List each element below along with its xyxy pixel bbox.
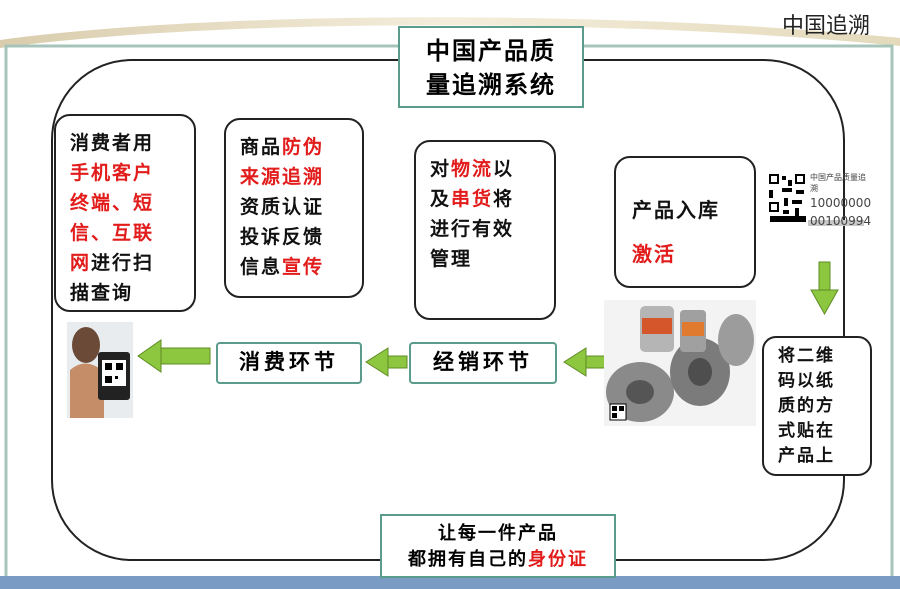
logistics-text: 对物流以及串货将进行有效管理	[430, 154, 514, 274]
qr-label-line: 00100994	[810, 214, 872, 228]
arrow-down-icon	[810, 261, 839, 316]
plain-text: 投诉反馈	[240, 226, 325, 248]
highlight-text: 网	[70, 252, 92, 274]
highlight-text: 串货	[451, 188, 494, 210]
text-line: 质的方	[778, 394, 835, 419]
text-line: 及串货将	[430, 184, 514, 214]
text-line: 信、互联	[70, 218, 154, 248]
consumer-scan-text: 消费者用手机客户终端、短信、互联网进行扫描查询	[70, 128, 154, 308]
text-line: 将二维	[778, 344, 835, 369]
plain-text: 进行有效	[430, 218, 515, 240]
text-line: 资质认证	[240, 192, 324, 222]
plain-text: 及	[430, 188, 452, 210]
text-line: 产品入库	[632, 188, 720, 232]
warehouse-activation-box: 产品入库激活	[614, 156, 756, 288]
plain-text: 管理	[430, 248, 473, 270]
highlight-text: 防伪	[282, 136, 325, 158]
plain-text: 产品入库	[632, 198, 720, 222]
highlight-text: 身份证	[528, 549, 588, 570]
label-attach-text: 将二维码以纸质的方式贴在产品上	[778, 344, 835, 469]
plain-text: 让每一件产品	[438, 523, 558, 544]
text-line: 描查询	[70, 278, 154, 308]
highlight-text: 物流	[451, 158, 494, 180]
title-line: 量追溯系统	[426, 70, 556, 99]
bottom-strip	[0, 576, 900, 589]
anti-counterfeit-text: 商品防伪来源追溯资质认证投诉反馈信息宣传	[240, 132, 324, 282]
title-line: 中国产品质	[426, 36, 556, 65]
decorative-gold-swoosh	[0, 17, 900, 48]
text-line: 商品防伪	[240, 132, 324, 162]
text-line: 式贴在	[778, 419, 835, 444]
plain-text: 资质认证	[240, 196, 325, 218]
plain-text: 将	[493, 188, 515, 210]
warehouse-activation-text: 产品入库激活	[632, 188, 720, 276]
text-line: 投诉反馈	[240, 222, 324, 252]
text-line: 进行有效	[430, 214, 514, 244]
text-line: 码以纸	[778, 369, 835, 394]
qr-label-line: 10000000	[810, 196, 872, 210]
highlight-text: 信、互联	[70, 222, 155, 244]
system-title: 中国产品质 量追溯系统	[398, 26, 584, 108]
plain-text: 都拥有自己的	[408, 549, 528, 570]
qr-label-line: 中国产品质量追溯	[810, 173, 866, 193]
plain-text: 产品上	[778, 446, 835, 466]
highlight-text: 来源追溯	[240, 166, 325, 188]
plain-text: 信息	[240, 256, 283, 278]
plain-text: 进行扫	[91, 252, 155, 274]
plain-text: 质的方	[778, 396, 835, 416]
text-line: 激活	[632, 232, 720, 276]
corner-logo: 中国追溯	[781, 14, 870, 39]
text-line: 手机客户	[70, 158, 154, 188]
arrow-left-icon	[563, 347, 608, 377]
highlight-text: 激活	[632, 242, 676, 266]
text-line: 产品上	[778, 444, 835, 469]
consumer-scan-box: 消费者用手机客户终端、短信、互联网进行扫描查询	[54, 114, 196, 312]
highlight-text: 宣传	[282, 256, 325, 278]
plain-text: 消费者用	[70, 132, 155, 154]
text-line: 网进行扫	[70, 248, 154, 278]
distribute-stage-label: 经销环节	[409, 342, 557, 384]
qr-code-icon	[767, 172, 864, 226]
plain-text: 描查询	[70, 282, 134, 304]
arrow-left-icon	[137, 339, 211, 373]
highlight-text: 手机客户	[70, 162, 155, 184]
text-line: 都拥有自己的身份证	[382, 547, 614, 573]
text-line: 让每一件产品	[382, 521, 614, 547]
plain-text: 对	[430, 158, 452, 180]
auto-parts-image	[604, 300, 756, 426]
text-line: 终端、短	[70, 188, 154, 218]
consume-stage-label: 消费环节	[216, 342, 362, 384]
arrow-left-icon	[365, 347, 408, 377]
plain-text: 码以纸	[778, 371, 835, 391]
identity-slogan: 让每一件产品都拥有自己的身份证	[380, 514, 616, 578]
plain-text: 式贴在	[778, 421, 835, 441]
logistics-box: 对物流以及串货将进行有效管理	[414, 140, 556, 320]
plain-text: 以	[493, 158, 515, 180]
text-line: 来源追溯	[240, 162, 324, 192]
text-line: 对物流以	[430, 154, 514, 184]
text-line: 管理	[430, 244, 514, 274]
anti-counterfeit-box: 商品防伪来源追溯资质认证投诉反馈信息宣传	[224, 118, 364, 298]
text-line: 信息宣传	[240, 252, 324, 282]
phone-scan-image	[67, 322, 133, 418]
plain-text: 商品	[240, 136, 283, 158]
highlight-text: 终端、短	[70, 192, 155, 214]
label-attach-box: 将二维码以纸质的方式贴在产品上	[762, 336, 872, 476]
plain-text: 将二维	[778, 346, 835, 366]
qr-label-text: 中国产品质量追溯 10000000 00100994	[810, 172, 872, 230]
text-line: 消费者用	[70, 128, 154, 158]
